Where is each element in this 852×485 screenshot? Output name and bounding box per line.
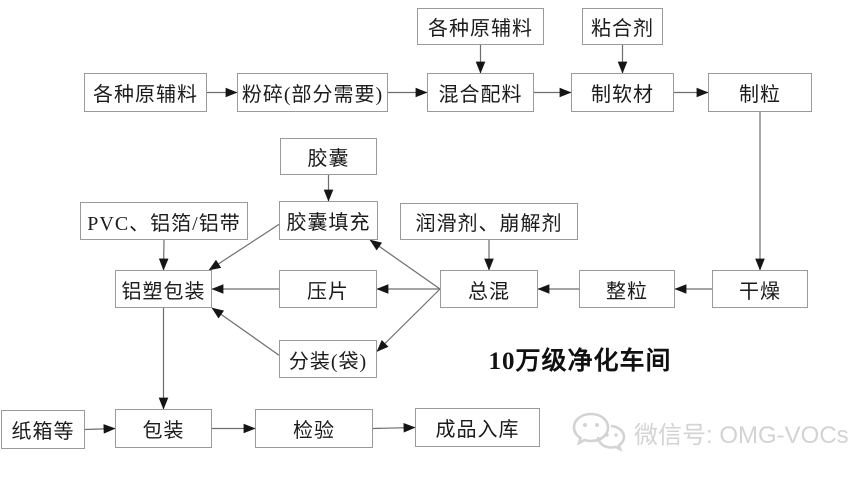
flow-arrow-inspect-to-storage [372,422,416,433]
node-inspect: 检验 [255,409,373,448]
node-tablet: 压片 [279,270,377,308]
flow-arrow-total-mix-to-bag [376,288,441,352]
node-storage: 成品入库 [415,408,540,447]
wechat-icon [572,412,626,452]
node-soft: 制软材 [571,73,674,112]
node-alu-pack: 铝塑包装 [115,270,212,308]
node-crush: 粉碎(部分需要) [237,73,388,112]
flow-arrow-capsule-fill-to-alu-pack [208,223,280,271]
node-bag: 分装(袋) [279,340,377,378]
node-capsule-fill: 胶囊填充 [279,201,378,240]
node-capsule: 胶囊 [280,138,377,175]
flow-arrow-carton-to-pack [84,424,116,434]
workshop-grade-label: 10万级净化车间 [488,348,672,375]
node-total-mix: 总混 [440,270,538,308]
node-pvc-foil: PVC、铝箔/铝带 [80,202,248,240]
node-raw-main: 各种原辅料 [84,73,207,112]
node-mix: 混合配料 [427,73,534,112]
node-dry: 干燥 [712,270,808,308]
node-pack: 包装 [115,409,212,448]
watermark: 微信号: OMG-VOCs [570,408,849,456]
flow-arrow-bag-to-alu-pack [211,307,280,356]
node-carton: 纸箱等 [1,410,85,449]
flow-arrow-pvc-foil-to-alu-pack [158,239,169,271]
node-sizing: 整粒 [579,270,675,308]
node-granulate: 制粒 [708,73,812,112]
watermark-text: 微信号: OMG-VOCs [634,421,849,449]
node-raw-top: 各种原辅料 [417,8,544,45]
node-binder: 粘合剂 [582,8,663,45]
flow-arrow-total-mix-to-capsule-fill [369,239,441,290]
node-lubricant: 润滑剂、崩解剂 [400,203,578,240]
